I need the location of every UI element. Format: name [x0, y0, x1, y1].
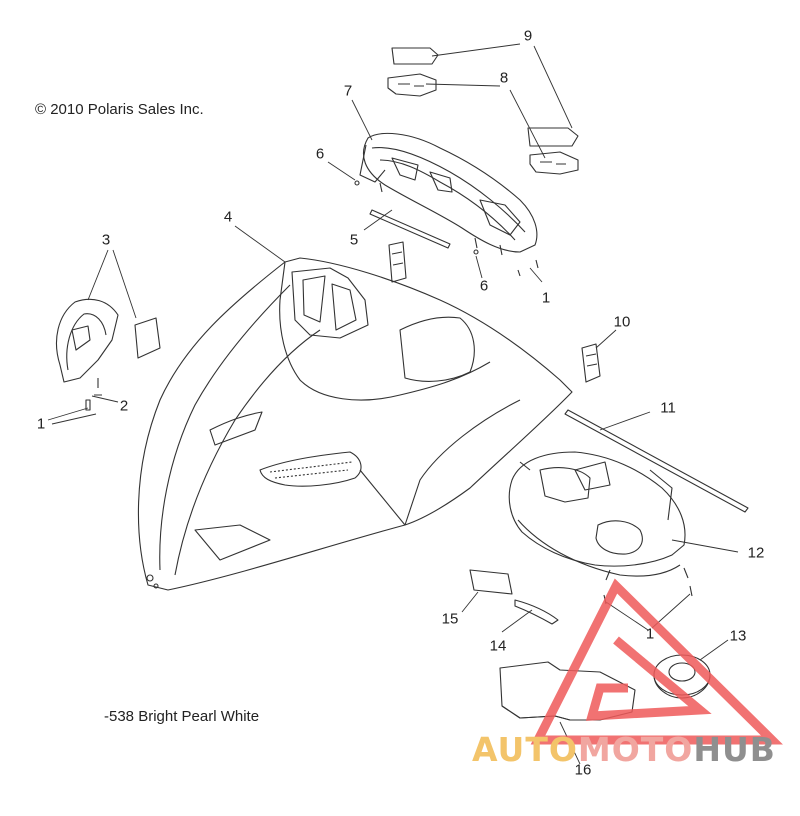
callout-6: 6	[315, 145, 325, 163]
callout-14: 14	[489, 637, 507, 655]
callout-6b: 6	[479, 277, 489, 295]
console-part-7	[359, 132, 538, 256]
callout-11: 11	[660, 399, 676, 417]
decal-part-15	[469, 569, 513, 595]
strip-part-5	[369, 209, 451, 249]
strip-part-11	[564, 409, 749, 513]
copyright-notice: © 2010 Polaris Sales Inc.	[35, 101, 204, 118]
callout-2: 2	[119, 397, 129, 415]
leader-lines	[47, 43, 739, 765]
housing-part-12	[508, 451, 689, 581]
bracket-near-5	[388, 241, 407, 283]
callout-8: 8	[499, 69, 509, 87]
callout-16: 16	[574, 761, 592, 779]
callout-3: 3	[101, 231, 111, 249]
callout-4: 4	[223, 208, 233, 226]
bracket-part-10	[581, 343, 601, 383]
callout-13: 13	[729, 627, 747, 645]
callout-7: 7	[343, 82, 353, 100]
watermark-auto: AUTO	[472, 730, 578, 769]
watermark-moto: MOTO	[577, 730, 694, 769]
housing-part-3	[56, 298, 161, 383]
callout-15: 15	[441, 610, 459, 628]
callout-12: 12	[747, 544, 765, 562]
callout-1c: 1	[645, 625, 655, 643]
callout-9: 9	[523, 27, 533, 45]
trim-part-9	[391, 47, 579, 147]
decal-part-14	[514, 599, 559, 625]
watermark-hub: HUB	[693, 730, 776, 769]
callout-1b: 1	[541, 289, 551, 307]
callout-1: 1	[36, 415, 46, 433]
watermark-triangle-icon	[530, 578, 783, 745]
bracket-part-8	[387, 73, 579, 175]
hood-part-4	[137, 257, 573, 591]
color-code-label: -538 Bright Pearl White	[104, 708, 260, 725]
callout-5: 5	[349, 231, 359, 249]
callout-10: 10	[613, 313, 631, 331]
watermark-logo: AUTOMOTOHUB	[472, 730, 776, 769]
